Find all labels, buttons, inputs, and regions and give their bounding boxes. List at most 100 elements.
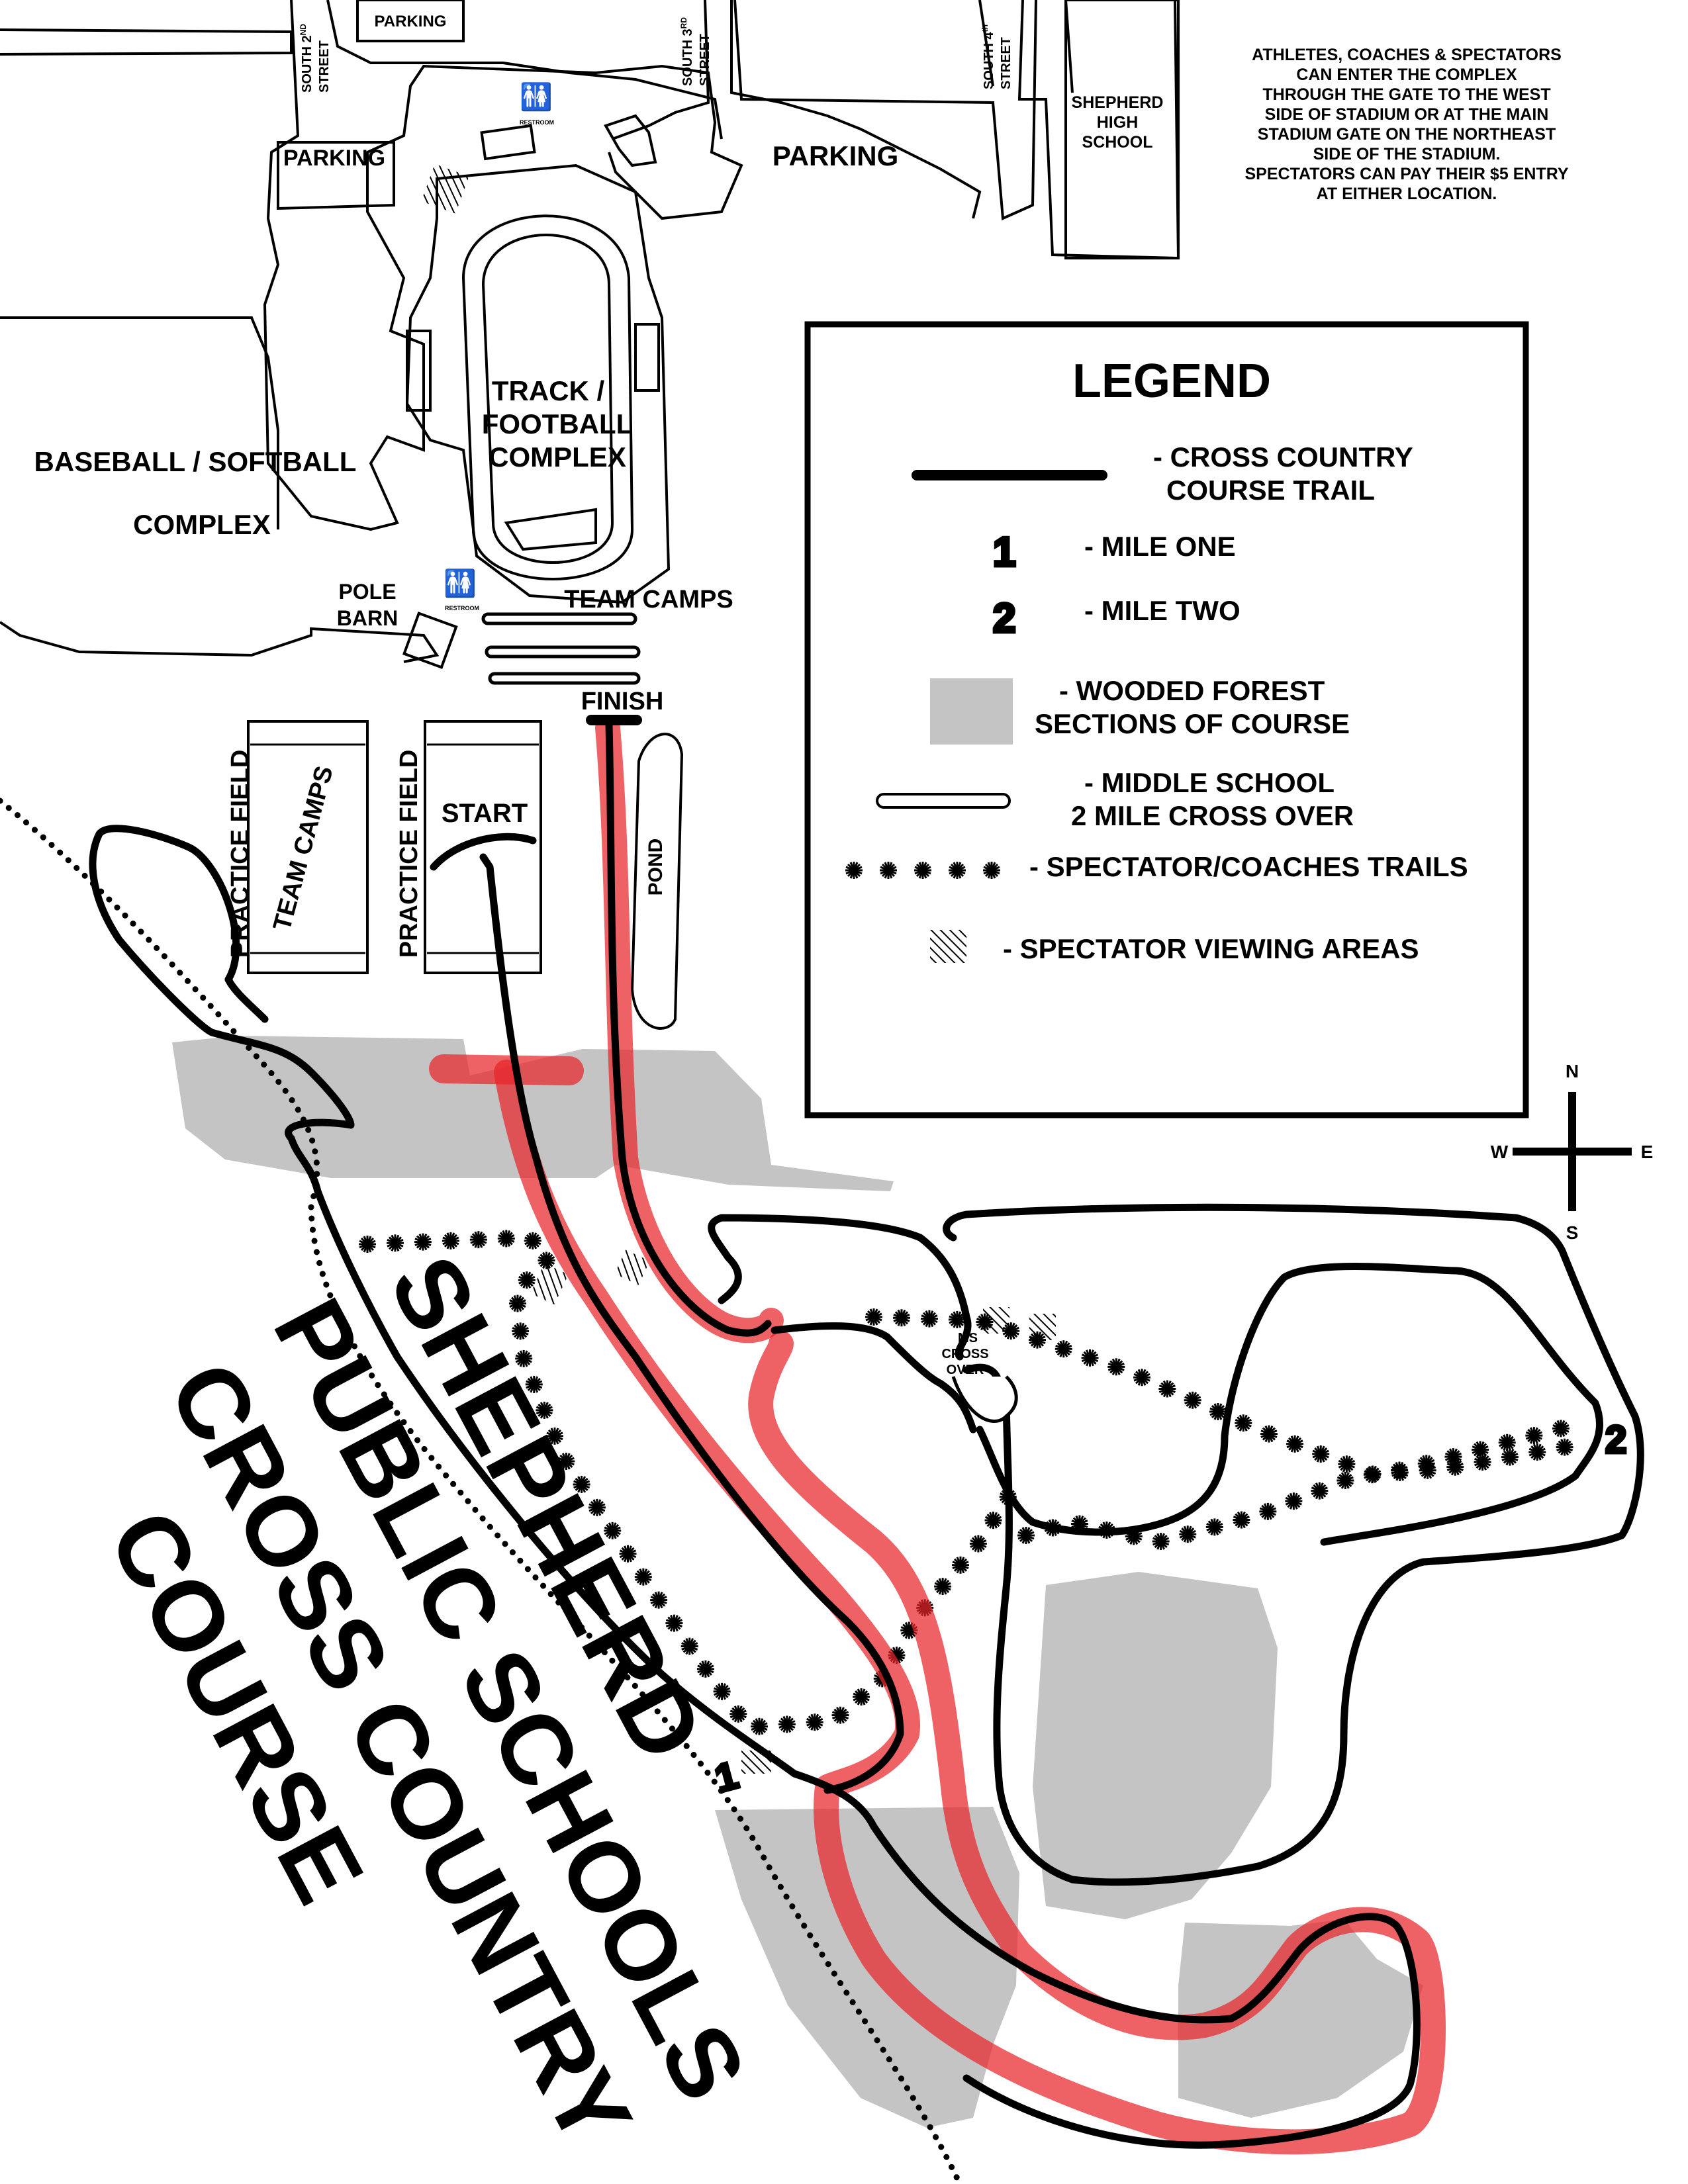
spectator-trail-marker bbox=[1555, 1437, 1575, 1457]
legend-box bbox=[804, 321, 1529, 1118]
map-title: SHEPHERD PUBLIC SCHOOLS CROSS COUNTRY CO… bbox=[87, 1238, 767, 2163]
parking-main-label: PARKING bbox=[773, 140, 899, 171]
highlight-main-loop bbox=[494, 1060, 1446, 2155]
parking-left-label: PARKING bbox=[283, 146, 385, 171]
svg-text:- SPECTATOR VIEWING AREAS: - SPECTATOR VIEWING AREAS bbox=[1003, 933, 1419, 964]
spectator-trail-marker bbox=[508, 1294, 528, 1314]
restroom-icon: 🚻 RESTROOM bbox=[520, 81, 554, 126]
notice-line: STADIUM GATE ON THE NORTHEAST bbox=[1257, 125, 1556, 144]
trail-mid-inner bbox=[771, 1322, 977, 1433]
legend: LEGEND - CROSS COUNTRY COURSE TRAIL 1 - … bbox=[804, 321, 1529, 1118]
baseball-label: BASEBALL / SOFTBALL COMPLEX bbox=[34, 446, 357, 540]
spectator-trail-marker bbox=[1157, 1379, 1177, 1399]
spectator-trail-marker bbox=[1080, 1348, 1100, 1368]
pole-barn bbox=[402, 612, 458, 669]
mile-two-marker: 2 bbox=[1605, 1418, 1626, 1461]
restroom-building bbox=[480, 124, 536, 161]
legend-mile-two-icon: 2 bbox=[993, 596, 1015, 641]
high-school-building bbox=[1064, 0, 1180, 259]
street-label-south-2nd: SOUTH 2ND STREET bbox=[299, 24, 332, 93]
entry-notice: ATHLETES, COACHES & SPECTATORS CAN ENTER… bbox=[1201, 45, 1612, 204]
notice-line: SPECTATORS CAN PAY THEIR $5 ENTRY bbox=[1244, 165, 1569, 183]
svg-text:🚻: 🚻 bbox=[444, 568, 477, 598]
forest-areas bbox=[172, 1036, 1423, 2128]
spectator-trail-marker bbox=[1527, 1442, 1547, 1462]
pond-label: POND bbox=[645, 839, 667, 896]
spectator-trail-marker bbox=[496, 1228, 516, 1248]
road-south-4th-a bbox=[978, 0, 994, 87]
svg-text:FOOTBALL: FOOTBALL bbox=[482, 408, 633, 439]
svg-text:- MILE TWO: - MILE TWO bbox=[1084, 595, 1241, 626]
street-label-south-3rd: SOUTH 3RD STREET bbox=[679, 17, 712, 86]
spectator-trail-marker bbox=[1309, 1481, 1329, 1501]
spectator-trail-marker bbox=[523, 1231, 543, 1251]
spectator-trail-marker bbox=[1106, 1357, 1126, 1377]
spectator-trail-marker bbox=[1311, 1444, 1331, 1464]
notice-line: THROUGH THE GATE TO THE WEST bbox=[1262, 85, 1551, 104]
road-west bbox=[0, 28, 293, 56]
pole-barn-label: POLE BARN bbox=[337, 580, 398, 630]
spectator-trail-marker bbox=[1259, 1424, 1279, 1444]
legend-crossover-icon bbox=[876, 793, 1011, 809]
legend-forest-icon bbox=[930, 678, 1013, 745]
building-ne bbox=[604, 114, 657, 167]
track-outer bbox=[461, 214, 634, 580]
spectator-trail-marker bbox=[1258, 1502, 1278, 1522]
svg-text:COURSE TRAIL: COURSE TRAIL bbox=[1166, 475, 1375, 506]
parking-top-box bbox=[356, 0, 465, 42]
svg-text:SOUTH 2ND: SOUTH 2ND bbox=[299, 24, 314, 93]
svg-text:SOUTH 4th: SOUTH 4th bbox=[980, 24, 996, 89]
team-camp-pavilions bbox=[481, 612, 641, 685]
svg-text:- MIDDLE SCHOOL: - MIDDLE SCHOOL bbox=[1084, 767, 1335, 798]
course-trail bbox=[89, 721, 1644, 2149]
svg-text:SECTIONS OF COURSE: SECTIONS OF COURSE bbox=[1035, 708, 1350, 739]
spectator-trail-marker bbox=[1335, 1471, 1355, 1490]
finish-line bbox=[586, 715, 642, 725]
svg-text:OVER: OVER bbox=[947, 1363, 984, 1377]
svg-text:- SPECTATOR/COACHES TRAILS: - SPECTATOR/COACHES TRAILS bbox=[1029, 851, 1468, 882]
trail-start-line bbox=[430, 833, 537, 871]
high-school-label: SHEPHERD HIGH SCHOOL bbox=[1072, 93, 1164, 152]
baseball-boundary bbox=[0, 316, 279, 529]
spectator-trail-marker bbox=[1336, 1454, 1356, 1474]
practice-field-2-label: PRACTICE FIELD bbox=[395, 750, 423, 958]
restroom-icon: 🚻 RESTROOM bbox=[444, 568, 479, 612]
svg-text:HIGH: HIGH bbox=[1097, 113, 1139, 132]
svg-text:MS: MS bbox=[958, 1331, 978, 1345]
trail-west-loop-top bbox=[224, 976, 269, 1023]
lower-left-road bbox=[0, 621, 440, 663]
spectator-trail-marker bbox=[777, 1714, 797, 1734]
svg-text:- CROSS COUNTRY: - CROSS COUNTRY bbox=[1153, 441, 1413, 473]
svg-text:TRACK /: TRACK / bbox=[492, 375, 605, 406]
svg-text:BARN: BARN bbox=[337, 606, 398, 630]
svg-text:STREET: STREET bbox=[698, 34, 712, 86]
trail-east-loop bbox=[943, 1203, 1644, 1886]
legend-viewing-area-icon bbox=[930, 930, 966, 963]
notice-line: AT EITHER LOCATION. bbox=[1316, 185, 1497, 203]
spectator-trail-marker bbox=[385, 1233, 405, 1253]
trail-south-loop bbox=[962, 1913, 1421, 2149]
notice-line: CAN ENTER THE COMPLEX bbox=[1296, 66, 1517, 84]
compass: N S W E bbox=[1491, 1061, 1654, 1243]
spectator-trail-marker bbox=[831, 1706, 851, 1725]
spectator-trail-marker bbox=[919, 1309, 939, 1329]
track-label: TRACK / FOOTBALL COMPLEX bbox=[482, 375, 633, 473]
grandstand-west bbox=[406, 330, 432, 412]
ms-crossover-bridge bbox=[951, 1375, 1018, 1423]
practice-field-2 bbox=[424, 720, 542, 974]
highlight-finish-loop bbox=[595, 715, 784, 1343]
svg-text:POLE: POLE bbox=[338, 580, 396, 604]
spectator-trail-marker bbox=[1054, 1339, 1074, 1359]
spectator-trail-marker bbox=[805, 1712, 825, 1732]
trail-west-loop bbox=[89, 825, 1235, 2024]
street-labels: SOUTH 2ND STREET SOUTH 3RD STREET SOUTH … bbox=[299, 17, 1013, 93]
trail-east-inner bbox=[976, 1262, 1604, 1546]
svg-text:BASEBALL / SOFTBALL: BASEBALL / SOFTBALL bbox=[34, 446, 357, 477]
road-top-left bbox=[326, 0, 723, 140]
legend-title: LEGEND bbox=[1072, 355, 1271, 408]
finish-label: FINISH bbox=[581, 688, 664, 715]
parking-main-box bbox=[733, 0, 1037, 220]
svg-text:SOUTH 3RD: SOUTH 3RD bbox=[679, 17, 695, 86]
svg-text:SCHOOL: SCHOOL bbox=[1082, 133, 1153, 152]
svg-text:CROSS: CROSS bbox=[941, 1347, 988, 1361]
